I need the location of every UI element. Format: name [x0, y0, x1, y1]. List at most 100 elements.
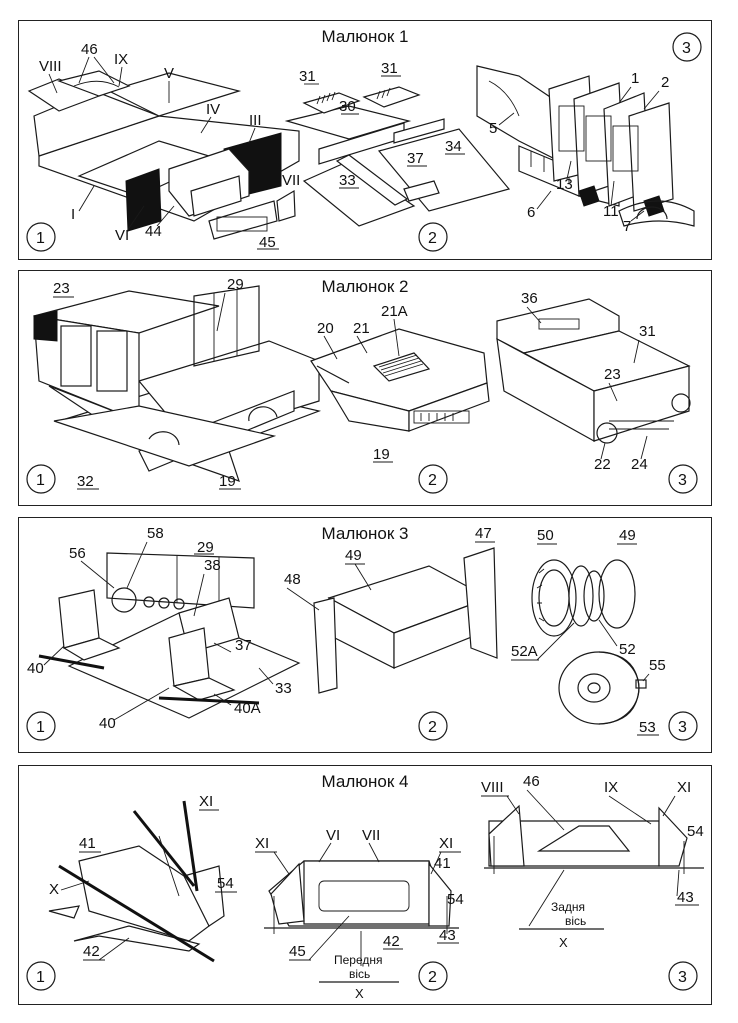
figure-1-title: Малюнок 1 — [321, 27, 409, 46]
label: VIII — [481, 779, 504, 796]
label: 11 — [603, 203, 619, 220]
label: 23 — [53, 280, 70, 297]
label: 42 — [383, 933, 400, 950]
step-circle — [418, 961, 448, 991]
label: 40 — [99, 715, 116, 732]
fig1-step2-labels: 31 31 30 37 34 33 2 — [299, 60, 465, 252]
label: 42 — [83, 943, 100, 960]
step-number: 2 — [428, 969, 437, 986]
figure-1-drawing: 46 VIII IX V IV III VII I VI 44 45 1 — [26, 32, 702, 252]
label: 53 — [639, 719, 656, 736]
label: 21 — [353, 320, 370, 337]
fig3-step3-labels: 50 49 52A 52 55 53 3 — [511, 527, 698, 741]
label: VI — [326, 827, 340, 844]
label: 29 — [227, 276, 244, 293]
label: 46 — [523, 773, 540, 790]
label: 38 — [204, 557, 221, 574]
fig3-step1-interior — [38, 552, 301, 719]
label: XI — [439, 835, 453, 852]
label: 45 — [259, 234, 276, 251]
figure-2-drawing: 23 29 32 19 1 20 21 21A — [26, 276, 698, 494]
fig2-step1-frame-body — [33, 285, 322, 482]
label: 54 — [687, 823, 704, 840]
label: 31 — [381, 60, 398, 77]
fig4-step2-front-axle — [264, 860, 459, 966]
label: 58 — [147, 525, 164, 542]
label: 54 — [217, 875, 234, 892]
label: 24 — [631, 456, 648, 473]
step-circle — [26, 711, 56, 741]
label: 52A — [511, 643, 538, 660]
step-number: 1 — [36, 230, 45, 247]
front-axle-label-x: X — [355, 986, 364, 1001]
fig1-step3-labels: 1 2 5 13 11 6 7 3 — [489, 32, 702, 235]
label: 13 — [556, 176, 573, 193]
figure-2-panel: Малюнок 2 23 29 32 19 — [18, 270, 712, 506]
label: 19 — [219, 473, 236, 490]
fig4-step2-labels: XI VI VII XI 41 54 42 43 45 Передня вісь… — [255, 827, 464, 1001]
label: 40A — [234, 700, 261, 717]
label: 7 — [623, 218, 631, 235]
figure-3-title: Малюнок 3 — [321, 524, 409, 543]
label: IV — [206, 101, 220, 118]
label: 49 — [619, 527, 636, 544]
label: 19 — [373, 446, 390, 463]
fig4-step1-wheel-well — [48, 800, 225, 963]
label: 54 — [447, 891, 464, 908]
label: 43 — [677, 889, 694, 906]
front-axle-label-line2: вісь — [349, 967, 370, 981]
figure-4-panel: Малюнок 4 XI 41 X 54 42 1 — [18, 765, 712, 1005]
fig4-step3-labels: VIII 46 IX XI 54 43 Задня вісь X 3 — [481, 773, 704, 991]
figure-3-panel: Малюнок 3 56 58 29 38 — [18, 517, 712, 753]
label: 23 — [604, 366, 621, 383]
step-number: 1 — [36, 719, 45, 736]
step-number: 1 — [36, 969, 45, 986]
fig3-step2-rear-cover — [313, 547, 498, 694]
rear-axle-label-line2: вісь — [565, 914, 586, 928]
label: 33 — [275, 680, 292, 697]
step-circle — [26, 464, 56, 494]
label: 1 — [631, 70, 639, 87]
fig2-step3-rear-body — [496, 298, 691, 444]
label: 31 — [299, 68, 316, 85]
step-number: 3 — [678, 472, 687, 489]
label: 48 — [284, 571, 301, 588]
label: 44 — [145, 223, 162, 240]
label: V — [164, 65, 174, 82]
label: 36 — [521, 290, 538, 307]
step-number: 3 — [682, 40, 691, 57]
fig2-step2-labels: 20 21 21A 19 2 — [317, 303, 448, 494]
step-circle — [418, 711, 448, 741]
label: 45 — [289, 943, 306, 960]
label: 43 — [439, 927, 456, 944]
label: 47 — [475, 525, 492, 542]
label: 21A — [381, 303, 408, 320]
fig1-step1-body-tub — [27, 70, 300, 240]
label: IX — [114, 51, 128, 68]
label: VIII — [39, 58, 62, 75]
label: I — [71, 206, 75, 223]
step-circle — [668, 961, 698, 991]
step-circle — [418, 222, 448, 252]
figure-4-title: Малюнок 4 — [321, 772, 409, 791]
label: 50 — [537, 527, 554, 544]
fig3-step1-labels: 56 58 29 38 37 40 40 40A 33 1 — [26, 525, 292, 741]
label: VII — [362, 827, 380, 844]
label: 49 — [345, 547, 362, 564]
step-circle — [668, 464, 698, 494]
step-number: 2 — [428, 230, 437, 247]
label: 37 — [235, 637, 252, 654]
fig3-step2-labels: 49 47 48 2 — [284, 525, 495, 741]
fig3-step3-wheel — [531, 559, 647, 725]
front-axle-label-line1: Передня — [334, 953, 383, 967]
step-circle — [26, 961, 56, 991]
fig2-step2-hood — [310, 328, 490, 432]
figure-4-drawing: XI 41 X 54 42 1 XI — [26, 773, 704, 1001]
label: 41 — [79, 835, 96, 852]
label: XI — [199, 793, 213, 810]
label: 33 — [339, 172, 356, 189]
label: 5 — [489, 120, 497, 137]
label: 41 — [434, 855, 451, 872]
fig4-step1-labels: XI 41 X 54 42 1 — [26, 793, 237, 991]
label: VII — [282, 172, 300, 189]
